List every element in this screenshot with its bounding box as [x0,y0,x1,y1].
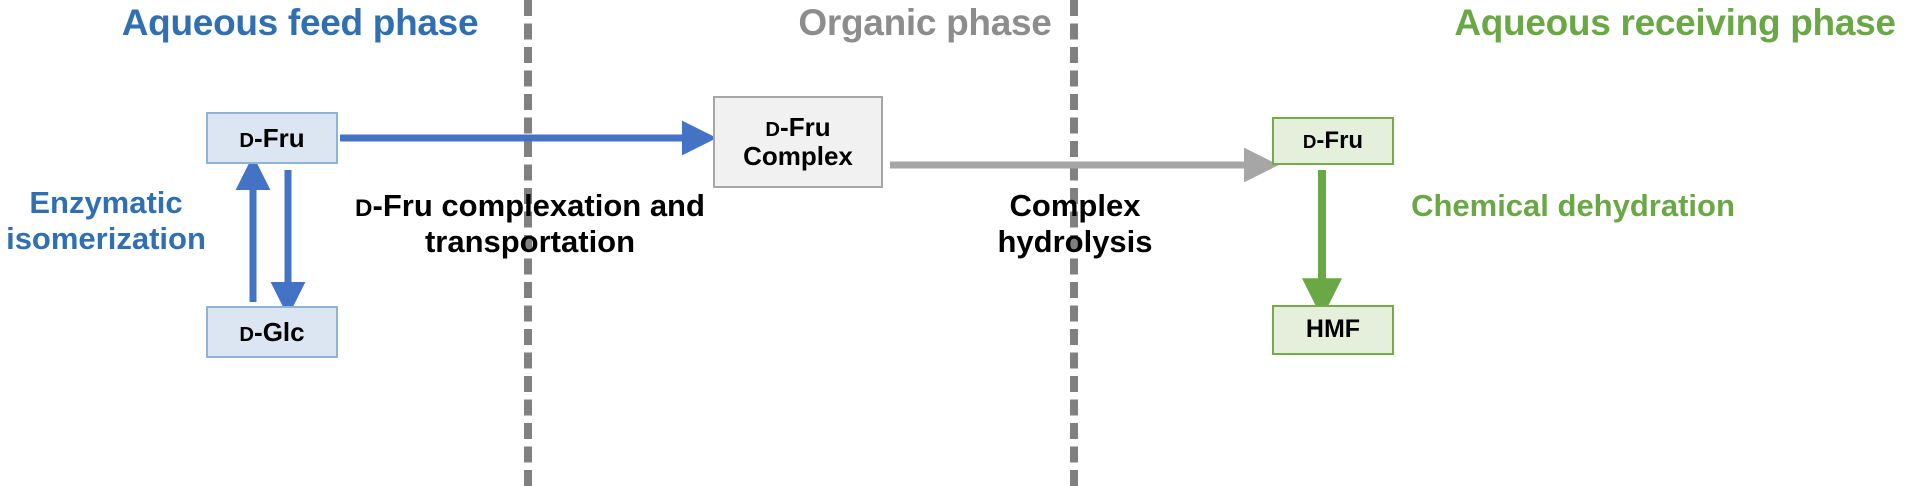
caption-complex-hydrolysis: Complex hydrolysis [997,188,1153,259]
caption-enzymatic-isomerization: Enzymatic isomerization [6,185,206,256]
node-box-hmf[interactable]: HMF [1272,305,1394,355]
node-box-d-fru-receiving[interactable]: D-Fru [1272,117,1394,165]
node-box-d-glc-feed[interactable]: D-Glc [206,306,338,358]
caption-chemical-dehydration: Chemical dehydration [1411,188,1735,223]
phase-heading-organic: Organic phase [798,2,1052,43]
phase-divider-left [524,0,532,486]
node-box-d-fru-feed[interactable]: D-Fru [206,112,338,164]
node-box-d-fru-complex[interactable]: D-Fru Complex [713,96,883,188]
caption-d-fru-complexation-transportation: D-Fru complexation and transportation [350,188,710,259]
phase-divider-right [1070,0,1078,486]
d-prefix: D [765,119,781,142]
node-label-line2: Complex [743,141,853,171]
d-prefix: D [1302,130,1317,152]
d-prefix: D [239,323,255,346]
caption-text: -Fru complexation and transportation [372,188,705,259]
node-label: -Fru [1316,126,1364,154]
d-prefix: D [355,195,373,222]
phase-heading-aqueous-feed: Aqueous feed phase [121,2,479,43]
node-label: HMF [1305,315,1361,344]
node-label: -Glc [254,316,305,347]
d-prefix: D [239,129,255,152]
phase-heading-aqueous-receiving: Aqueous receiving phase [1454,2,1896,43]
node-label: -Fru [254,122,305,153]
node-label: -Fru [780,112,831,143]
